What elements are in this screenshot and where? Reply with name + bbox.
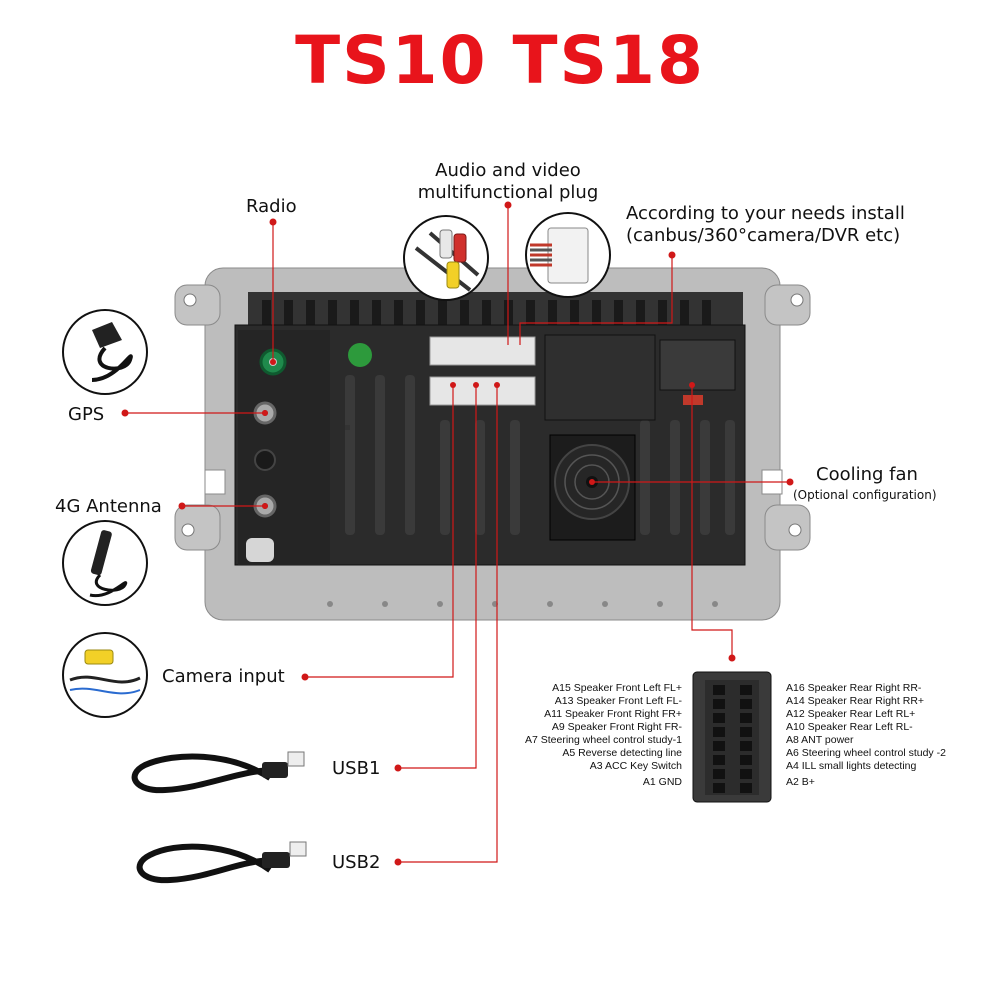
pin-a13: A13 Speaker Front Left FL- — [554, 695, 682, 707]
usb1-cable-photo — [131, 751, 305, 794]
pin-a16: A16 Speaker Rear Right RR- — [786, 682, 922, 694]
camera-input-label: Camera input — [162, 666, 285, 687]
connector-photo — [525, 212, 611, 298]
pin-a4: A4 ILL small lights detecting — [786, 760, 917, 772]
av-plug-label-line2: multifunctional plug — [417, 182, 599, 203]
av-plug-label-line1: Audio and video — [435, 160, 581, 181]
pin-a9: A9 Speaker Front Right FR- — [551, 721, 682, 733]
pin-a5: A5 Reverse detecting line — [562, 747, 682, 759]
pin-a7: A7 Steering wheel control study-1 — [524, 734, 682, 746]
install-label-line1: According to your needs install — [626, 203, 905, 224]
pin-a6: A6 Steering wheel control study -2 — [786, 747, 946, 759]
pin-a12: A12 Speaker Rear Left RL+ — [786, 708, 916, 720]
gps-antenna-photo — [62, 309, 148, 395]
pin-a14: A14 Speaker Rear Right RR+ — [786, 695, 925, 707]
pin-a3: A3 ACC Key Switch — [589, 760, 682, 772]
pinout-left-list: A15 Speaker Front Left FL+ A13 Speaker F… — [470, 682, 682, 789]
pin-a8: A8 ANT power — [786, 734, 854, 746]
av-plug-photo — [403, 215, 489, 301]
usb2-cable-photo — [136, 841, 307, 884]
usb1-label: USB1 — [332, 758, 381, 779]
usb2-label: USB2 — [332, 852, 381, 873]
back-panel — [234, 292, 746, 566]
gps-label: GPS — [68, 404, 105, 425]
install-label-line2: (canbus/360°camera/DVR etc) — [626, 225, 901, 246]
pinout-right-list: A16 Speaker Rear Right RR- A14 Speaker R… — [786, 682, 986, 789]
cooling-fan-note: (Optional configuration) — [793, 488, 937, 502]
install-label: According to your needs install (canbus/… — [626, 203, 905, 247]
pin-a1: A1 GND — [642, 776, 682, 788]
pinout-connector — [692, 671, 772, 803]
pin-a2: A2 B+ — [786, 776, 815, 788]
camera-cable-photo — [62, 632, 148, 718]
pin-a11: A11 Speaker Front Right FR+ — [544, 708, 682, 720]
callout-dots — [121, 201, 794, 866]
4g-antenna-photo — [62, 520, 148, 606]
av-plug-label: Audio and video multifunctional plug — [408, 160, 608, 204]
pin-a15: A15 Speaker Front Left FL+ — [552, 682, 682, 694]
pin-a10: A10 Speaker Rear Left RL- — [786, 721, 913, 733]
radio-label: Radio — [246, 196, 297, 217]
cooling-fan-label: Cooling fan — [816, 464, 918, 485]
4g-antenna-label: 4G Antenna — [55, 496, 162, 517]
product-title: TS10 TS18 — [295, 22, 705, 99]
callout-lines — [125, 205, 790, 863]
